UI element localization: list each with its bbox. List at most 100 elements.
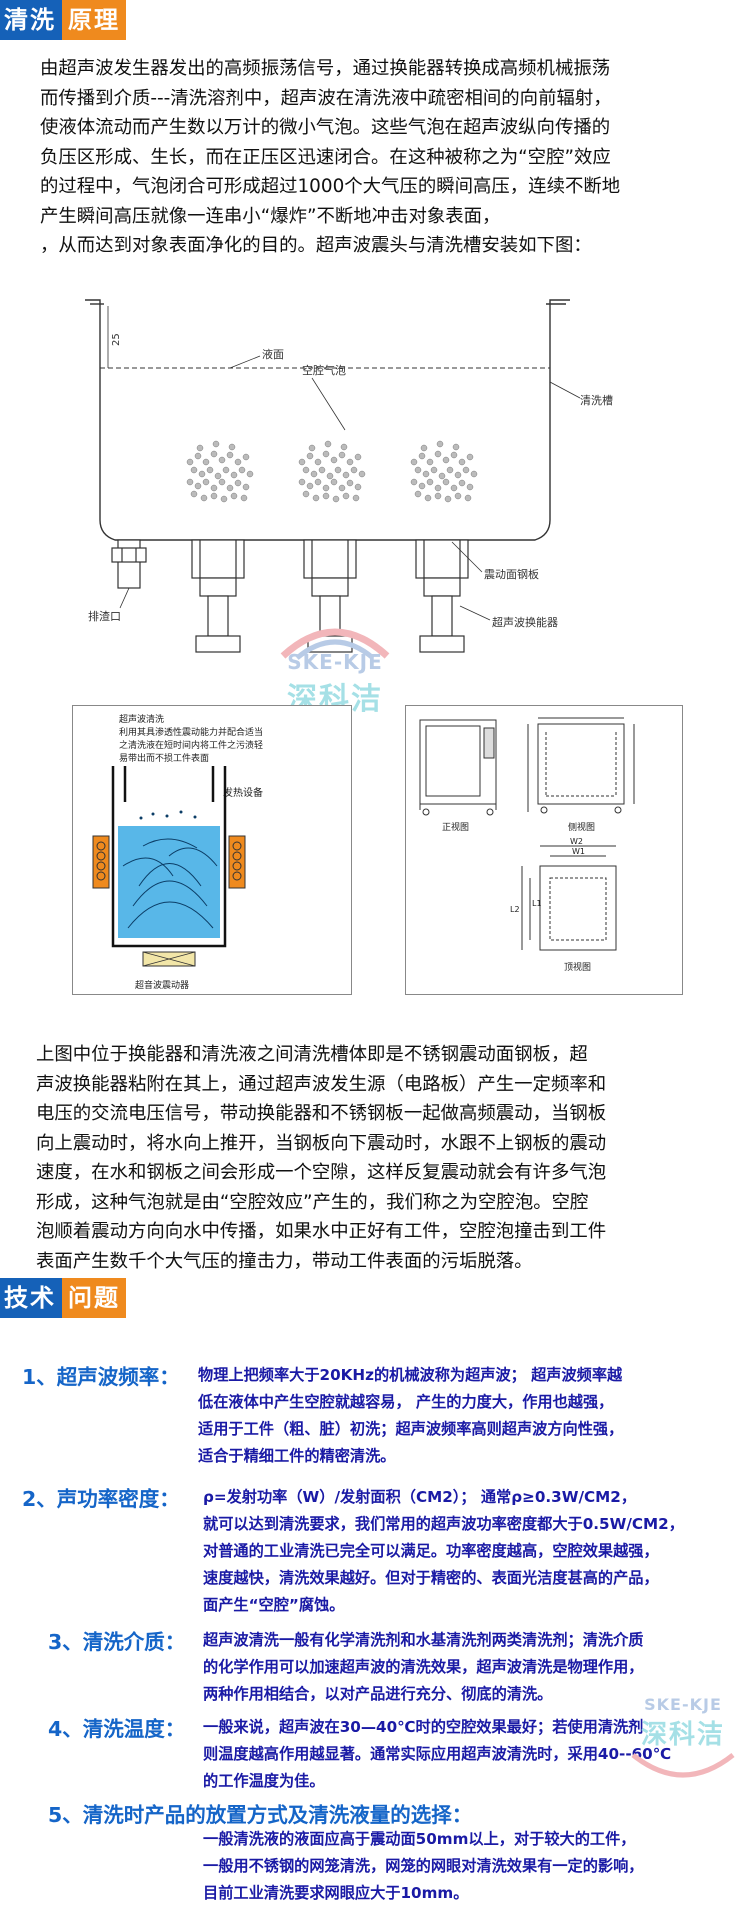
- label-tank: 清洗槽: [580, 394, 613, 407]
- dim-l1: L1: [532, 899, 542, 908]
- text-line: 的工作温度为佳。: [203, 1772, 325, 1790]
- watermark-latin: SKE-KJE: [287, 650, 383, 674]
- text-line: 对普通的工业清洗已完全可以满足。功率密度越高，空腔效果越强，: [203, 1542, 659, 1560]
- text-line: 产生瞬间高压就像一连串小“爆炸”不断地冲击对象表面，: [40, 205, 501, 227]
- text-line: 而传播到介质---清洗溶剂中，超声波在清洗液中疏密相间的向前辐射，: [40, 87, 612, 109]
- item-body-temperature: 一般来说，超声波在30—40℃时的空腔效果最好；若使用清洗剂 则温度越高作用越显…: [203, 1714, 671, 1795]
- principle-drawing: 超声波清洗 利用其具渗透性震动能力并配合适当 之清洗液在短时间内将工件之污渍轻 …: [92, 713, 263, 991]
- leader-plate: [451, 541, 483, 573]
- dim-label-25: 25: [111, 333, 122, 346]
- machine-views-figure: 正视图 侧视图 W2 W1 L2 L1 顶视图: [405, 705, 683, 995]
- text-line: 由超声波发生器发出的高频振荡信号，通过换能器转换成高频机械振荡: [40, 58, 611, 79]
- bubble-clusters: [186, 440, 478, 503]
- bubble-cluster: [298, 440, 366, 503]
- item-title-power-density: 2、声功率密度：: [22, 1487, 180, 1511]
- text-line: 速度越快，清洗效果越好。但对于精密的、表面光洁度甚高的产品，: [203, 1569, 659, 1587]
- label-plate: 震动面钢板: [484, 567, 539, 581]
- leader-tank: [549, 381, 581, 399]
- dim-w2: W2: [570, 837, 583, 846]
- transducers: [191, 539, 469, 653]
- transducer: [191, 539, 245, 653]
- leader-transducer: [459, 605, 491, 621]
- dim-l2: L2: [510, 905, 520, 914]
- side-view: [527, 717, 635, 814]
- text-line: 一般来说，超声波在30—40℃时的空腔效果最好；若使用清洗剂: [203, 1718, 644, 1736]
- label-liquid: 液面: [262, 347, 284, 361]
- item-title-temperature: 4、清洗温度：: [48, 1717, 186, 1741]
- text-line: 则温度越高作用越显著。通常实际应用超声波清洗时，采用40--60℃: [203, 1745, 672, 1763]
- explanation-paragraph: 上图中位于换能器和清洗液之间清洗槽体即是不锈钢震动面钢板，超 声波换能器粘附在其…: [36, 1040, 606, 1276]
- text-line: 超声波清洗一般有化学清洗剂和水基清洗剂两类清洗剂；清洗介质: [203, 1631, 644, 1649]
- text-line: 电压的交流电压信号，带动换能器和不锈钢板一起做高频震动，当钢板: [36, 1103, 607, 1124]
- header-label-b: 原理: [62, 0, 126, 40]
- leader-bubble: [311, 377, 346, 431]
- leader-drain: [119, 587, 130, 609]
- front-view-label: 正视图: [442, 821, 469, 833]
- caption-line: 超声波清洗: [119, 713, 164, 725]
- text-line: 面产生“空腔”腐蚀。: [203, 1596, 345, 1614]
- text-line: 负压区形成、生长，而在正压区迅速闭合。在这种被称之为“空腔”效应: [40, 146, 611, 168]
- transducer: [303, 539, 357, 653]
- watermark-logo: SKE-KJE 深科洁: [250, 620, 420, 718]
- text-line: 使液体流动而产生数以万计的微小气泡。这些气泡在超声波纵向传播的: [40, 117, 611, 138]
- watermark-cn: 深科洁: [640, 1720, 725, 1750]
- text-line: 上图中位于换能器和清洗液之间清洗槽体即是不锈钢震动面钢板，超: [36, 1044, 588, 1065]
- text-line: ρ=发射功率（W）/发射面积（CM2）； 通常ρ≥0.3W/CM2，: [203, 1488, 637, 1506]
- text-line: 就可以达到清洗要求，我们常用的超声波功率密度都大于0.5W/CM2，: [203, 1515, 684, 1533]
- header-label-b: 问题: [62, 1278, 126, 1318]
- item-title-placement: 5、清洗时产品的放置方式及清洗液量的选择：: [48, 1803, 473, 1827]
- item-body-medium: 超声波清洗一般有化学清洗剂和水基清洗剂两类清洗剂；清洗介质 的化学作用可以加速超…: [203, 1627, 643, 1708]
- text-line: 速度，在水和钢板之间会形成一个空隙，这样反复震动就会有许多气泡: [36, 1162, 607, 1183]
- text-line: 的过程中，气泡闭合可形成超过1000个大气压的瞬间高压，连续不断地: [40, 176, 621, 197]
- text-line: ，从而达到对象表面净化的目的。超声波震头与清洗槽安装如下图：: [40, 235, 592, 256]
- bubble-cluster: [410, 440, 478, 503]
- item-body-placement: 一般清洗液的液面应高于震动面50mm以上，对于较大的工件， 一般用不锈钢的网笼清…: [203, 1826, 643, 1907]
- drain-outlet: [111, 539, 147, 589]
- text-line: 向上震动时，将水向上推开，当钢板向下震动时，水跟不上钢板的震动: [36, 1132, 607, 1154]
- tank-installation-diagram: 25 液面 空腔气泡 清洗槽: [85, 299, 613, 653]
- label-transducer: 超声波换能器: [492, 615, 558, 629]
- caption-line: 之清洗液在短时间内将工件之污渍轻: [119, 739, 263, 751]
- heater-right: [228, 835, 246, 889]
- intro-paragraph: 由超声波发生器发出的高频振荡信号，通过换能器转换成高频机械振荡 而传播到介质--…: [40, 54, 620, 261]
- label-bubble: 空腔气泡: [302, 363, 346, 377]
- text-line: 两种作用相结合，以对产品进行充分、彻底的清洗。: [203, 1685, 553, 1703]
- text-line: 适合于精细工件的精密清洗。: [198, 1447, 396, 1465]
- text-line: 声波换能器粘附在其上，通过超声波发生源（电路板）产生一定频率和: [36, 1073, 607, 1095]
- heater-label: 发热设备: [223, 786, 263, 799]
- item-body-power-density: ρ=发射功率（W）/发射面积（CM2）； 通常ρ≥0.3W/CM2， 就可以达到…: [203, 1484, 684, 1619]
- bubble-cluster: [186, 440, 254, 503]
- text-line: 一般清洗液的液面应高于震动面50mm以上，对于较大的工件，: [203, 1830, 636, 1848]
- text-line: 物理上把频率大于20KHz的机械波称为超声波； 超声波频率越: [198, 1366, 623, 1384]
- text-line: 低在液体中产生空腔就越容易， 产生的力度大，作用也越强，: [198, 1393, 614, 1411]
- text-line: 一般用不锈钢的网笼清洗，网笼的网眼对清洗效果有一定的影响，: [203, 1857, 644, 1875]
- caption-line: 易带出而不损工件表面: [119, 752, 209, 764]
- watermark-arc: [631, 1753, 735, 1778]
- ultrasonic-principle-figure: 超声波清洗 利用其具渗透性震动能力并配合适当 之清洗液在短时间内将工件之污渍轻 …: [72, 705, 352, 995]
- heater-left: [92, 835, 110, 889]
- item-title-medium: 3、清洗介质：: [48, 1630, 186, 1654]
- text-line: 泡顺着震动方向向水中传播，如果水中正好有工件，空腔泡撞击到工件: [36, 1221, 607, 1242]
- side-view-label: 侧视图: [568, 821, 595, 833]
- front-view: [419, 719, 497, 816]
- leader-liquid: [229, 355, 261, 369]
- section-header-principle: 清洗 原理: [0, 0, 126, 40]
- item-title-frequency: 1、超声波频率：: [22, 1365, 180, 1389]
- tank-outline: [85, 299, 570, 541]
- text-line: 形成，这种气泡就是由“空腔效应”产生的，我们称之为空腔泡。空腔: [36, 1191, 589, 1213]
- vibrator-label: 超音波震动器: [135, 979, 189, 991]
- text-line: 表面产生数千个大气压的撞击力，带动工件表面的污垢脱落。: [36, 1250, 533, 1272]
- header-label-a: 清洗: [0, 0, 62, 40]
- dim-w1: W1: [572, 847, 585, 856]
- surface-droplets: [139, 810, 197, 820]
- top-view: [521, 845, 617, 951]
- header-label-a: 技术: [0, 1278, 62, 1318]
- watermark-arc: [280, 628, 390, 660]
- sound-waves: [122, 838, 218, 929]
- text-line: 目前工业清洗要求网眼应大于10mm。: [203, 1884, 469, 1902]
- watermark-logo: SKE-KJE 深科洁: [608, 1695, 750, 1785]
- watermark-latin: SKE-KJE: [644, 1695, 722, 1714]
- transducer: [415, 539, 469, 653]
- vibrator-cross: [142, 951, 196, 967]
- caption-line: 利用其具渗透性震动能力并配合适当: [119, 726, 263, 738]
